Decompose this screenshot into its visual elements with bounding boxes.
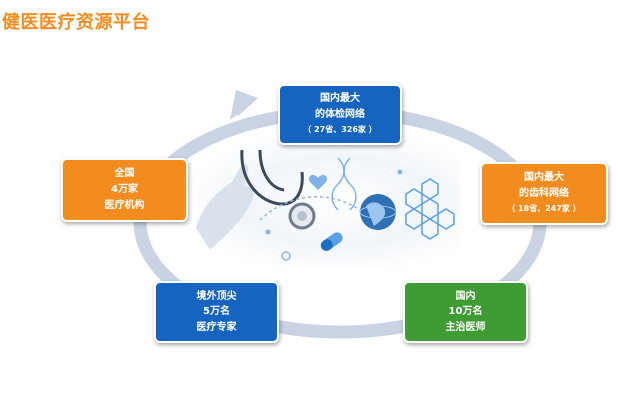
pill-icon — [320, 232, 343, 251]
globe-icon — [359, 194, 397, 230]
card-experts-line2: 5万名 — [203, 306, 230, 317]
dna-icon — [331, 157, 357, 211]
card-checkup-network: 国内最大 的体检网络 （ 27省、326家 ） — [278, 84, 402, 145]
page-title: 健医医疗资源平台 — [2, 12, 150, 33]
stethoscope-icon — [240, 149, 316, 230]
card-overseas-experts: 境外顶尖 5万名 医疗专家 — [154, 281, 279, 343]
card-checkup-line1: 国内最大 — [320, 93, 360, 105]
medical-hero-image — [190, 132, 460, 272]
card-dental-line1: 国内最大 — [524, 171, 564, 183]
card-physicians-line3: 主治医师 — [445, 321, 486, 333]
hexagon-network-icon — [405, 178, 455, 240]
hand-icon — [196, 164, 254, 250]
card-checkup-line3: （ 27省、326家 ） — [303, 124, 377, 134]
card-institutions-line3: 医疗机构 — [104, 200, 145, 211]
card-physicians-line2: 10万名 — [448, 306, 483, 317]
card-institutions-line2: 4万家 — [111, 184, 138, 195]
card-checkup-line2: 的体检网络 — [315, 108, 365, 120]
card-experts-line1: 境外顶尖 — [196, 290, 237, 302]
card-attending-physicians: 国内 10万名 主治医师 — [403, 281, 528, 343]
card-medical-institutions: 全国 4万家 医疗机构 — [61, 158, 188, 222]
card-institutions-line1: 全国 — [114, 168, 135, 179]
card-dental-line2: 的齿科网络 — [519, 187, 569, 199]
card-experts-line3: 医疗专家 — [196, 321, 237, 333]
card-dental-network: 国内最大 的齿科网络 （ 18省、247家 ） — [480, 162, 608, 225]
card-dental-line3: （ 18省、247家 ） — [507, 204, 581, 214]
heart-icon — [308, 175, 328, 190]
card-physicians-line1: 国内 — [455, 290, 476, 302]
